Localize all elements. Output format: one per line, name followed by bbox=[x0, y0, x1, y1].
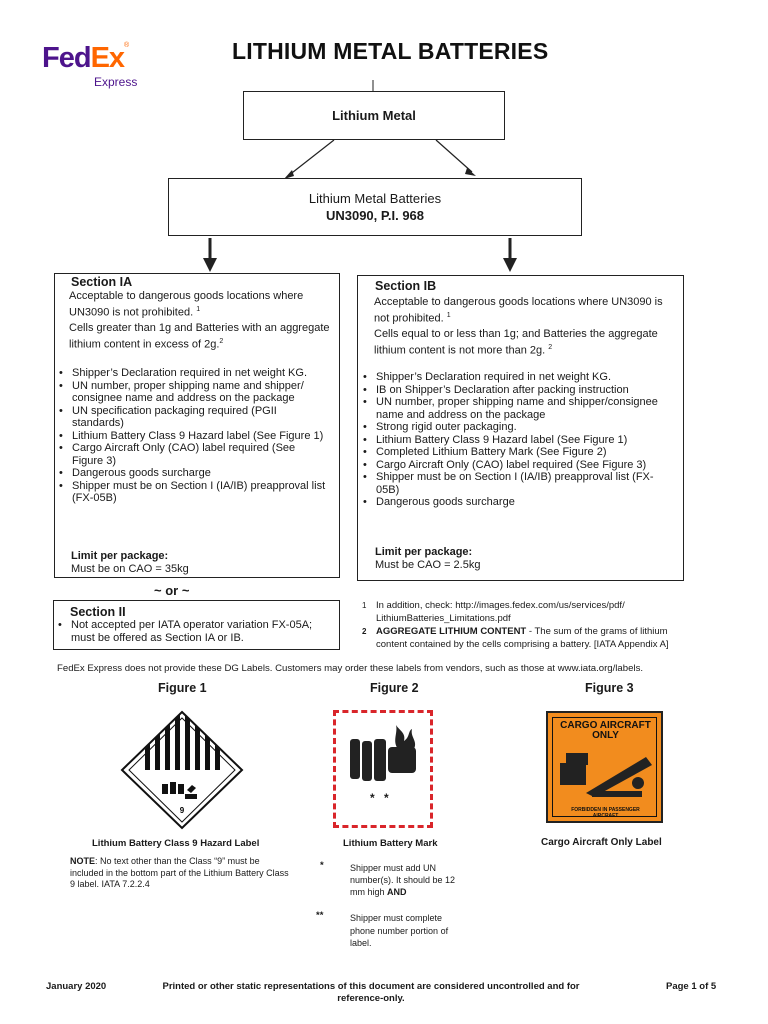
list-item: Shipper’s Declaration required in net we… bbox=[363, 371, 673, 384]
double-star-note-marker: ** bbox=[316, 910, 324, 921]
section-ib-title: Section IB bbox=[375, 279, 437, 293]
logo-registered: ® bbox=[124, 42, 130, 49]
footer-page-number: Page 1 of 5 bbox=[666, 981, 717, 992]
list-item: Shipper must be on Section I (IA/IB) pre… bbox=[59, 480, 329, 505]
section-ib-limit-value: Must be CAO = 2.5kg bbox=[375, 559, 481, 571]
cao-inner-border bbox=[552, 717, 657, 817]
logo-ex: Ex bbox=[90, 42, 125, 74]
logo-express: Express bbox=[94, 75, 138, 89]
section-ia-box: Section IA Acceptable to dangerous goods… bbox=[54, 273, 340, 578]
figure-1-title: Figure 1 bbox=[158, 681, 207, 695]
lithium-battery-mark-image: * * bbox=[333, 710, 433, 828]
cargo-aircraft-only-label-image: CARGO AIRCRAFT ONLY FORBIDDEN IN PASSENG… bbox=[546, 711, 663, 823]
footnote-2-text: AGGREGATE LITHIUM CONTENT - The sum of t… bbox=[376, 626, 669, 650]
section-ia-paragraph-2: Cells greater than 1g and Batteries with… bbox=[69, 322, 330, 351]
section-ib-paragraph-2: Cells equal to or less than 1g; and Batt… bbox=[374, 328, 658, 357]
mid-box-un-number: UN3090, P.I. 968 bbox=[325, 208, 425, 223]
class-9-hazard-label-image: 9 bbox=[120, 710, 244, 830]
section-ia-title: Section IA bbox=[71, 275, 133, 289]
list-item: UN specification packaging required (PGI… bbox=[59, 405, 329, 430]
list-item: Not accepted per IATA operator variation… bbox=[58, 619, 333, 644]
section-ii-box: Section II Not accepted per IATA operato… bbox=[53, 600, 340, 650]
logo-fed: Fed bbox=[42, 42, 92, 74]
list-item: Shipper must be on Section I (IA/IB) pre… bbox=[363, 471, 673, 496]
list-item: Shipper’s Declaration required in net we… bbox=[59, 367, 329, 380]
section-ia-limit-label: Limit per package: bbox=[71, 550, 169, 562]
page-title: LITHIUM METAL BATTERIES bbox=[232, 38, 549, 64]
figure-1-note: NOTE: No text other than the Class “9” m… bbox=[70, 856, 289, 889]
or-separator: ~ or ~ bbox=[154, 583, 190, 598]
list-item: Cargo Aircraft Only (CAO) label required… bbox=[363, 459, 673, 472]
footnote-1-number: 1 bbox=[362, 601, 367, 610]
figure-1-caption: Lithium Battery Class 9 Hazard Label bbox=[92, 838, 260, 849]
section-ii-title: Section II bbox=[70, 605, 126, 619]
section-ii-bullets: Not accepted per IATA operator variation… bbox=[58, 619, 333, 644]
class-9-number: 9 bbox=[180, 806, 185, 815]
footer-disclaimer: Printed or other static representations … bbox=[162, 981, 580, 1004]
section-ib-paragraph-1: Acceptable to dangerous goods locations … bbox=[374, 296, 663, 325]
section-ib-bullets: Shipper’s Declaration required in net we… bbox=[363, 371, 673, 509]
footer-date: January 2020 bbox=[46, 981, 107, 992]
footnote-1-text: In addition, check: http://images.fedex.… bbox=[376, 600, 625, 624]
cao-top-text: CARGO AIRCRAFT ONLY bbox=[560, 720, 651, 741]
list-item: UN number, proper shipping name and ship… bbox=[59, 380, 329, 405]
arrow-left-diagonal bbox=[287, 139, 335, 177]
mid-box-line1: Lithium Metal Batteries bbox=[308, 191, 442, 206]
battery-pictogram bbox=[162, 782, 197, 799]
list-item: Dangerous goods surcharge bbox=[59, 467, 329, 480]
list-item: Strong rigid outer packaging. bbox=[363, 421, 673, 434]
section-ia-bullets: Shipper’s Declaration required in net we… bbox=[59, 367, 329, 505]
lithium-metal-batteries-box: Lithium Metal Batteries UN3090, P.I. 968 bbox=[168, 178, 582, 236]
star-note-text: Shipper must add UN number(s). It should… bbox=[350, 863, 456, 897]
figure-3-title: Figure 3 bbox=[585, 681, 634, 695]
arrow-right-diagonal bbox=[435, 139, 473, 173]
list-item: Lithium Battery Class 9 Hazard label (Se… bbox=[363, 434, 673, 447]
battery-fire-pictogram bbox=[350, 725, 416, 781]
section-ib-limit-label: Limit per package: bbox=[375, 546, 473, 558]
double-star-note-text: Shipper must complete phone number porti… bbox=[350, 913, 449, 948]
list-item: Dangerous goods surcharge bbox=[363, 496, 673, 509]
battery-mark-stars: * * bbox=[370, 791, 392, 805]
aircraft-loading-pictogram bbox=[560, 753, 652, 797]
section-ia-limit-value: Must be on CAO = 35kg bbox=[71, 563, 189, 575]
list-item: UN number, proper shipping name and ship… bbox=[363, 396, 673, 421]
fedex-express-logo: FedEx® Express bbox=[42, 42, 152, 92]
figure-2-title: Figure 2 bbox=[370, 681, 419, 695]
list-item: IB on Shipper’s Declaration after packin… bbox=[363, 384, 673, 397]
footnote-2-number: 2 bbox=[362, 627, 367, 636]
lithium-metal-box: Lithium Metal bbox=[243, 91, 505, 140]
list-item: Cargo Aircraft Only (CAO) label required… bbox=[59, 442, 329, 467]
star-note-marker: * bbox=[320, 860, 324, 871]
list-item: Lithium Battery Class 9 Hazard label (Se… bbox=[59, 430, 329, 443]
section-ia-paragraph-1: Acceptable to dangerous goods locations … bbox=[69, 290, 304, 319]
section-ib-box: Section IB Acceptable to dangerous goods… bbox=[357, 275, 684, 581]
labels-note: FedEx Express does not provide these DG … bbox=[57, 663, 644, 674]
figure-2-caption: Lithium Battery Mark bbox=[343, 838, 438, 849]
lithium-metal-label: Lithium Metal bbox=[332, 108, 416, 123]
cao-bottom-text: FORBIDDEN IN PASSENGER AIRCRAFT bbox=[571, 807, 640, 819]
flow-arrows bbox=[203, 80, 517, 272]
list-item: Completed Lithium Battery Mark (See Figu… bbox=[363, 446, 673, 459]
figure-3-caption: Cargo Aircraft Only Label bbox=[541, 837, 662, 848]
